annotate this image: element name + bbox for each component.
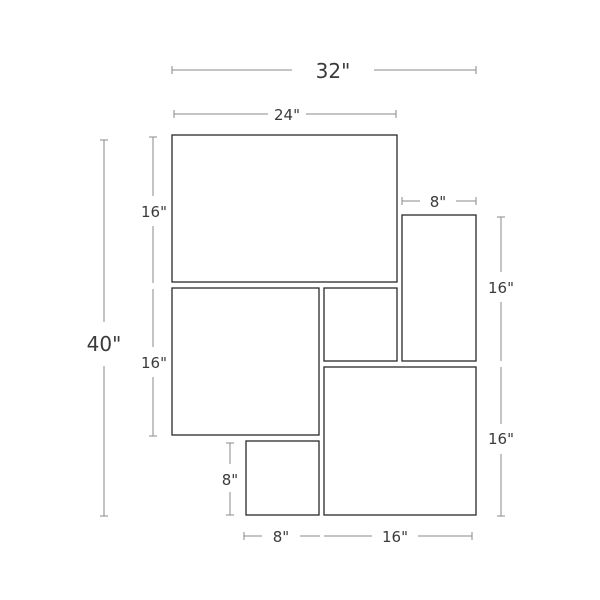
frame-bottom-small-8x8 <box>245 440 320 516</box>
overall-width-label: 32" <box>316 59 351 83</box>
dimension-left-middle-height: 16" <box>141 289 167 437</box>
frame-bottom-right-16x16 <box>323 366 477 516</box>
right-bottom-height-label: 16" <box>488 430 514 448</box>
right-top-height-label: 16" <box>488 279 514 297</box>
small-bottom-width-label: 8" <box>273 528 289 546</box>
dimension-top-frame-height: 16" <box>141 136 167 283</box>
small-bottom-height-label: 8" <box>222 471 238 489</box>
dimension-right-bottom-height: 16" <box>488 367 514 517</box>
dimension-overall-height: 40" <box>87 139 122 517</box>
dimension-overall-width: 32" <box>171 59 477 83</box>
right-top-width-label: 8" <box>430 193 446 211</box>
dimension-top-frame-width: 24" <box>173 106 397 124</box>
dimension-bottom-right-width: 16" <box>324 528 473 546</box>
overall-height-label: 40" <box>87 332 122 356</box>
bottom-right-width-label: 16" <box>382 528 408 546</box>
top-frame-height-label: 16" <box>141 203 167 221</box>
left-middle-height-label: 16" <box>141 354 167 372</box>
dimension-small-bottom-width: 8" <box>243 528 320 546</box>
dimension-right-top-height: 16" <box>488 216 514 361</box>
frame-top-left-24x16 <box>171 134 398 283</box>
frame-center-small-8x8 <box>323 287 398 362</box>
top-frame-width-label: 24" <box>274 106 300 124</box>
frame-middle-left-16x16 <box>171 287 320 436</box>
frame-right-tall-8x16 <box>401 214 477 362</box>
dimension-small-bottom-height: 8" <box>222 442 238 516</box>
dimension-right-top-width: 8" <box>401 193 477 211</box>
